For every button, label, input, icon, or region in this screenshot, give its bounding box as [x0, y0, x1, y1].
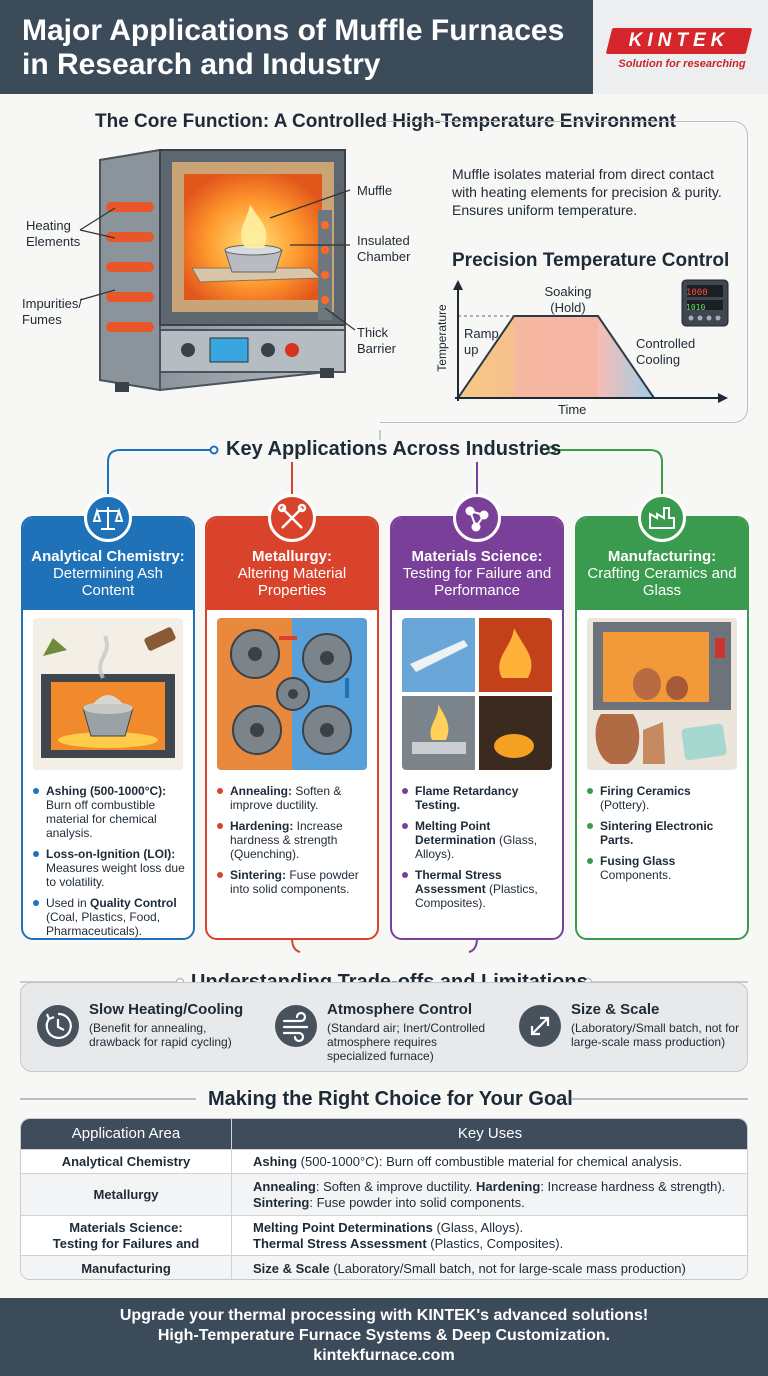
- ceramics-kiln-illustration: [587, 618, 737, 770]
- card-title: Metallurgy:Altering Material Properties: [237, 548, 347, 599]
- heating-element-icon: [106, 202, 154, 332]
- factory-icon: [638, 494, 686, 542]
- list-item: Sintering: Fuse powder into solid compon…: [217, 868, 372, 896]
- label-impurities: Impurities/ Fumes: [22, 296, 82, 327]
- clock-icon: [37, 1005, 79, 1047]
- page-title: Major Applications of Muffle Furnaces in…: [22, 14, 565, 81]
- core-frame: [380, 121, 748, 423]
- card-bullets: Flame Retardancy Testing. Melting Point …: [402, 784, 557, 917]
- muffle-description: Muffle isolates material from direct con…: [452, 166, 722, 218]
- wind-icon: [275, 1005, 317, 1047]
- footer-banner: Upgrade your thermal processing with KIN…: [0, 1298, 768, 1376]
- chart-label-soak: Soaking (Hold): [544, 284, 592, 315]
- table-row: Analytical Chemistry Ashing (500-1000°C)…: [21, 1149, 747, 1173]
- resize-icon: [519, 1005, 561, 1047]
- card-bullets: Annealing: Soften & improve ductility. H…: [217, 784, 372, 903]
- scale-icon: [84, 494, 132, 542]
- list-item: Thermal Stress Assessment (Plastics, Com…: [402, 868, 557, 910]
- card-bullets: Firing Ceramics (Pottery). Sintering Ele…: [587, 784, 742, 889]
- footer-line: Upgrade your thermal processing with KIN…: [119, 1307, 649, 1324]
- tradeoff-text: (Benefit for annealing, drawback for rap…: [89, 1021, 232, 1049]
- tradeoff-text: (Laboratory/Small batch, not for large-s…: [571, 1021, 740, 1049]
- gears-illustration: [217, 618, 367, 770]
- table-cell: Metallurgy: [93, 1187, 159, 1202]
- molecule-icon: [453, 494, 501, 542]
- logo-text: KINTEK: [628, 30, 730, 51]
- list-item: Ashing (500-1000°C): Burn off combustibl…: [33, 784, 188, 840]
- label-heating-elements: Heating Elements: [26, 218, 81, 249]
- footer-line: High-Temperature Furnace Systems & Deep …: [157, 1327, 611, 1344]
- chart-label-cool: Controlled Cooling: [636, 336, 696, 367]
- controller-readout-bottom: 1010: [686, 303, 706, 312]
- tradeoff-heading: Atmosphere Control: [327, 1001, 473, 1018]
- table-cell: Manufacturing: [81, 1261, 171, 1276]
- materials-testing-illustration: [402, 618, 552, 770]
- tradeoffs-panel: Slow Heating/Cooling (Benefit for anneal…: [20, 982, 748, 1072]
- temperature-control-title: Precision Temperature Control: [452, 250, 730, 271]
- card-title: Manufacturing:Crafting Ceramics and Glas…: [587, 548, 737, 599]
- card-materials-science[interactable]: Materials Science:Testing for Failure an…: [390, 516, 564, 940]
- table-row: Manufacturing Size & Scale (Laboratory/S…: [21, 1255, 747, 1279]
- chart-x-axis-label: Time: [558, 402, 587, 417]
- card-analytical-chemistry[interactable]: Analytical Chemistry:Determining Ash Con…: [21, 516, 195, 940]
- list-item: Sintering Electronic Parts.: [587, 819, 742, 847]
- table-header: Application Area Key Uses: [21, 1119, 747, 1149]
- tradeoff-heading: Size & Scale: [571, 1001, 660, 1018]
- table-cell: Size & Scale (Laboratory/Small batch, no…: [253, 1261, 686, 1276]
- column-header: Application Area: [71, 1125, 181, 1142]
- list-item: Fusing Glass Components.: [587, 854, 742, 882]
- list-item: Melting Point Determination (Glass, Allo…: [402, 819, 557, 861]
- card-title: Analytical Chemistry:Determining Ash Con…: [31, 548, 185, 599]
- footer-website-link[interactable]: kintekfurnace.com: [313, 1347, 455, 1364]
- list-item: Flame Retardancy Testing.: [402, 784, 557, 812]
- chart-y-axis-label: Temperature: [435, 304, 449, 372]
- chart-label-ramp: Ramp up: [464, 326, 499, 357]
- column-header: Key Uses: [457, 1125, 523, 1142]
- list-item: Hardening: Increase hardness & strength …: [217, 819, 372, 861]
- table-cell: Analytical Chemistry: [61, 1154, 191, 1169]
- card-title: Materials Science:Testing for Failure an…: [402, 548, 552, 599]
- list-item: Loss-on-Ignition (LOI): Measures weight …: [33, 847, 188, 889]
- temperature-profile-chart: [453, 279, 729, 403]
- label-barrier: Thick Barrier: [357, 325, 397, 356]
- table-cell: Ashing (500-1000°C): Burn off combustibl…: [253, 1154, 683, 1169]
- column-divider: [231, 1119, 232, 1279]
- list-item: Used in Quality Control (Coal, Plastics,…: [33, 896, 188, 938]
- choice-table: Application Area Key Uses Analytical Che…: [20, 1118, 748, 1280]
- header-banner: Major Applications of Muffle Furnaces in…: [0, 0, 768, 94]
- card-bullets: Ashing (500-1000°C): Burn off combustibl…: [33, 784, 188, 938]
- card-metallurgy[interactable]: Metallurgy:Altering Material Properties …: [205, 516, 379, 940]
- furnace-illustration: [79, 148, 356, 392]
- choice-section-title: Making the Right Choice for Your Goal: [208, 1088, 573, 1110]
- card-manufacturing[interactable]: Manufacturing:Crafting Ceramics and Glas…: [575, 516, 749, 940]
- kintek-logo[interactable]: KINTEK Solution for researching: [593, 0, 768, 94]
- divider: [20, 1098, 196, 1100]
- tools-icon: [268, 494, 316, 542]
- controller-readout-top: 1000: [686, 288, 708, 298]
- table-row: Materials Science: Testing for Failures …: [21, 1215, 747, 1255]
- list-item: Annealing: Soften & improve ductility.: [217, 784, 372, 812]
- table-row: Metallurgy Annealing: Soften & improve d…: [21, 1173, 747, 1215]
- applications-section-title: Key Applications Across Industries: [226, 438, 562, 460]
- table-cell: Materials Science: Testing for Failures …: [52, 1220, 200, 1251]
- table-cell: Melting Point Determinations (Glass, All…: [253, 1220, 564, 1251]
- label-muffle: Muffle: [357, 183, 393, 198]
- divider: [572, 1098, 748, 1100]
- logo-tagline: Solution for researching: [618, 58, 746, 70]
- tradeoff-heading: Slow Heating/Cooling: [89, 1001, 244, 1018]
- tradeoff-text: (Standard air; Inert/Controlled atmosphe…: [327, 1021, 486, 1063]
- table-cell: Annealing: Soften & improve ductility. H…: [253, 1179, 726, 1210]
- list-item: Firing Ceramics (Pottery).: [587, 784, 742, 812]
- ashing-furnace-illustration: [33, 618, 183, 770]
- label-insulated: Insulated Chamber: [357, 233, 411, 264]
